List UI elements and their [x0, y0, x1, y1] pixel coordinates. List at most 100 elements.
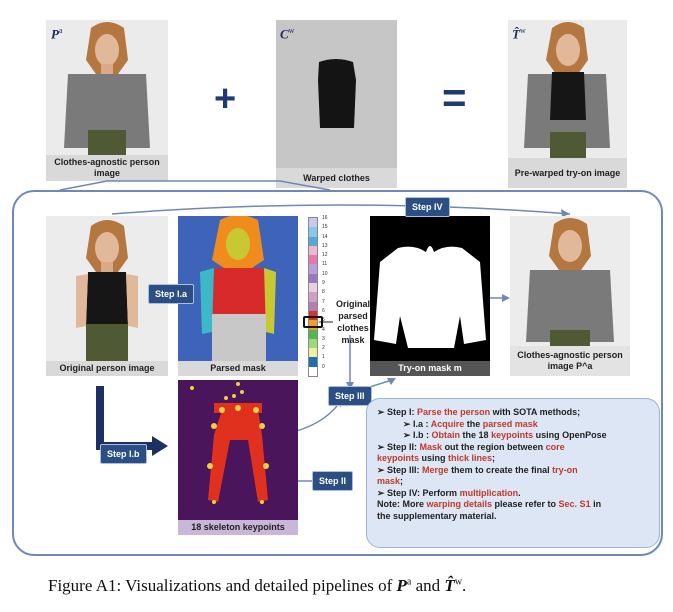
original-parsed-mask-label: Original parsed clothes mask: [335, 299, 370, 345]
legend-tick-label: 13: [322, 242, 328, 249]
notes-highlight: keypoints: [491, 430, 534, 440]
legend-swatch: [309, 227, 317, 237]
cw-caption: Warped clothes: [276, 168, 397, 188]
figure-caption: Figure A1: Visualizations and detailed p…: [48, 576, 467, 595]
legend-tick-label: 0: [322, 363, 325, 370]
cw-symbol: Cw: [280, 26, 295, 42]
notes-highlight: Obtain: [431, 430, 461, 440]
notes-text: using: [419, 453, 449, 463]
original-person-image: [46, 216, 168, 376]
notes-line: keypoints using thick lines;: [377, 453, 649, 465]
notes-highlight: Mask: [419, 441, 443, 452]
legend-swatch: [309, 310, 317, 321]
notes-text: ➢ Step I:: [377, 407, 418, 417]
agnostic-person-image-top: [46, 20, 168, 170]
notes-text: the supplementary material.: [377, 510, 497, 521]
notes-text: please refer to: [492, 499, 559, 509]
warped-clothes-image: [276, 20, 397, 188]
notes-highlight: mask: [377, 476, 401, 486]
notes-highlight: try-on: [552, 464, 578, 475]
notes-text: ➢ Step III:: [377, 464, 423, 475]
legend-tick-label: 3: [322, 335, 325, 342]
notes-text: ➢ Step II:: [377, 441, 420, 452]
notes-line: ➢ Step I: Parse the person with SOTA met…: [377, 407, 649, 419]
notes-text: with SOTA methods;: [490, 407, 581, 417]
notes-text: them to create the final: [448, 464, 553, 475]
notes-highlight: Merge: [422, 464, 449, 475]
step-3-badge: Step III: [328, 386, 372, 406]
step-2-badge: Step II: [312, 471, 354, 491]
agnostic-caption: Clothes-agnostic person image P^a: [510, 346, 630, 376]
notes-line: ➢ Step III: Merge them to create the fin…: [377, 465, 649, 477]
notes-highlight: warping details: [426, 499, 493, 509]
legend-swatch: [309, 292, 317, 302]
pipeline-panel: [12, 190, 663, 556]
legend-swatch: [309, 301, 317, 311]
step-1b-badge: Step I.b: [100, 444, 147, 464]
tw-symbol: T̂w: [512, 26, 526, 42]
notes-line: ➢ Step IV: Perform multiplication.: [377, 488, 649, 500]
notes-highlight: core: [545, 441, 565, 452]
notes-line: mask;: [377, 476, 649, 488]
notes-text: ;: [492, 453, 496, 463]
legend-swatch: [309, 348, 317, 358]
notes-text: using OpenPose: [533, 430, 607, 440]
notes-line: ➢ I.b : Obtain the 18 keypoints using Op…: [377, 430, 649, 442]
tryon-mask-image: [370, 216, 490, 376]
notes-highlight: Parse the person: [417, 407, 491, 417]
legend-tick-label: 9: [322, 280, 325, 287]
notes-line: Note: More warping details please refer …: [377, 499, 649, 511]
notes-text: .: [518, 487, 521, 498]
step-1a-badge: Step I.a: [148, 284, 195, 304]
legend-swatch: [309, 329, 317, 339]
notes-text: Note: More: [377, 499, 427, 509]
notes-box: ➢ Step I: Parse the person with SOTA met…: [366, 398, 660, 548]
plus-sign: +: [214, 78, 237, 120]
legend-swatch: [309, 245, 317, 256]
legend-tick-label: 4: [322, 326, 325, 333]
pa-caption: Clothes-agnostic person image: [46, 155, 168, 181]
legend-swatch: [309, 338, 317, 349]
legend-tick-label: 2: [322, 345, 325, 352]
legend-swatch: [309, 357, 317, 367]
notes-line: the supplementary material.: [377, 511, 649, 523]
legend-tick-label: 6: [322, 307, 325, 314]
skeleton-caption: 18 skeleton keypoints: [178, 520, 298, 535]
legend-tick-label: 15: [322, 224, 328, 231]
legend-tick-label: 1: [322, 354, 325, 361]
parsed-caption: Parsed mask: [178, 361, 298, 376]
notes-highlight: Sec. S1: [558, 499, 591, 509]
legend-swatch: [309, 218, 317, 228]
tryon-caption: Try-on mask m: [370, 361, 490, 376]
notes-text: ➢ Step IV: Perform: [377, 487, 460, 498]
notes-highlight: thick lines: [448, 453, 493, 463]
notes-text: ;: [400, 476, 404, 486]
notes-text: in: [590, 499, 602, 509]
tw-caption: Pre-warped try-on image: [508, 158, 627, 188]
notes-text: ➢ I.a :: [403, 418, 431, 429]
legend-tick-label: 8: [322, 289, 325, 296]
skeleton-keypoints-image: [178, 380, 298, 535]
legend-tick-label: 7: [322, 298, 325, 305]
notes-text: ➢ I.b :: [403, 430, 432, 440]
pa-symbol: Pa: [51, 26, 63, 42]
legend-swatch: [309, 255, 317, 265]
notes-line: ➢ Step II: Mask out the region between c…: [377, 442, 649, 454]
notes-text: out the region between: [442, 441, 546, 452]
legend-swatch: [309, 273, 317, 284]
parsed-mask-image: [178, 216, 298, 376]
notes-line: ➢ I.a : Acquire the parsed mask: [377, 419, 649, 431]
legend-swatch: [309, 366, 317, 376]
notes-text: the 18: [460, 430, 492, 440]
legend-swatch: [309, 283, 317, 293]
notes-highlight: keypoints: [377, 453, 420, 463]
legend-tick-label: 5: [322, 317, 325, 324]
equals-sign: =: [442, 74, 467, 121]
notes-highlight: multiplication: [459, 487, 519, 498]
step-4-badge: Step IV: [405, 197, 450, 217]
legend-tick-label: 12: [322, 252, 328, 259]
legend-swatch: [309, 236, 317, 246]
legend-tick-label: 11: [322, 261, 328, 268]
parsing-legend: [308, 217, 318, 377]
